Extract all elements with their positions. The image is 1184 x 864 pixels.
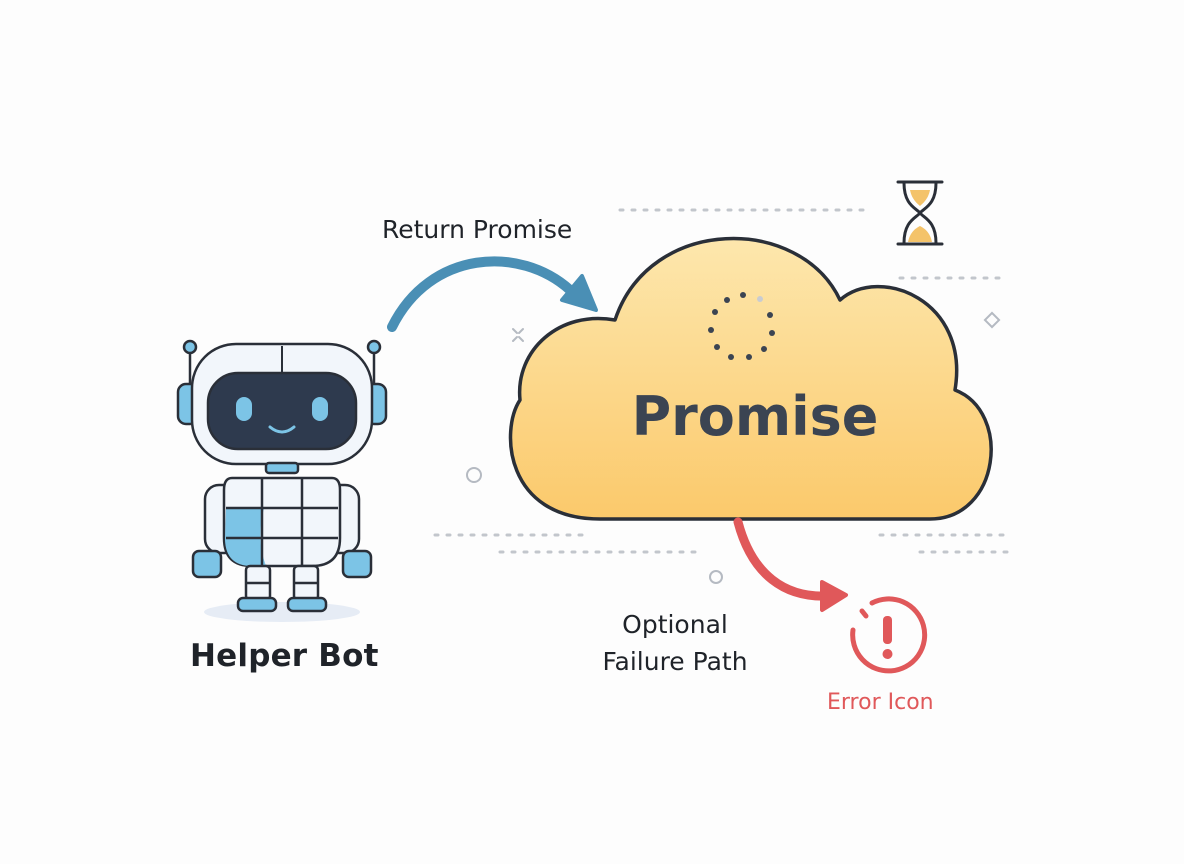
helper-bot-label: Helper Bot [190,638,379,674]
loading-spinner-icon [708,292,775,360]
promise-label: Promise [631,385,879,448]
failure-path-line-1: Optional [622,610,728,639]
hourglass-icon [896,180,944,246]
failure-arrow-head [820,580,848,612]
robot-icon [176,339,388,622]
decorative-dotted-lines [433,208,1012,554]
return-promise-label: Return Promise [382,215,573,244]
diamond-decoration [983,311,1001,329]
failure-path-line-2: Failure Path [602,647,748,676]
decorative-circles [466,467,723,584]
error-icon-label: Error Icon [827,690,934,715]
sparkle-icon [512,328,524,342]
return-arrow-head [560,274,598,312]
failure-path-label: Optional Failure Path [575,606,775,680]
failure-path-arrow [733,517,833,601]
return-promise-arrow [387,256,575,332]
cloud-shape [508,236,993,521]
error-icon [850,596,928,674]
